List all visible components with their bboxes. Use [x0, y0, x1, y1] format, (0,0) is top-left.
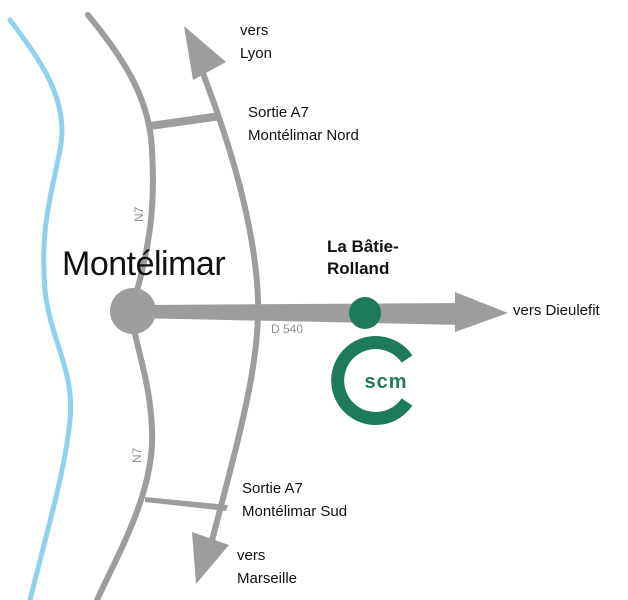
exit-north-connector: [150, 112, 222, 130]
city-label: Montélimar: [62, 245, 226, 283]
scm-logo: scm: [331, 336, 413, 425]
n7-label-bottom: N7: [130, 447, 144, 463]
arrow-south-icon: [192, 532, 229, 584]
arrow-east-icon: [455, 292, 508, 332]
arrow-north-icon: [184, 26, 226, 80]
batie-rolland-marker: [349, 297, 381, 329]
exit-south-connector: [145, 497, 228, 511]
d540-label: D 540: [271, 322, 304, 336]
montelimar-node: [110, 288, 156, 334]
n7-label-top: N7: [132, 206, 146, 222]
to-dieulefit-label: vers Dieulefit: [513, 302, 600, 319]
river: [7, 17, 74, 600]
logo-text: scm: [364, 371, 407, 393]
town-label: La Bâtie-Rolland: [327, 237, 399, 278]
